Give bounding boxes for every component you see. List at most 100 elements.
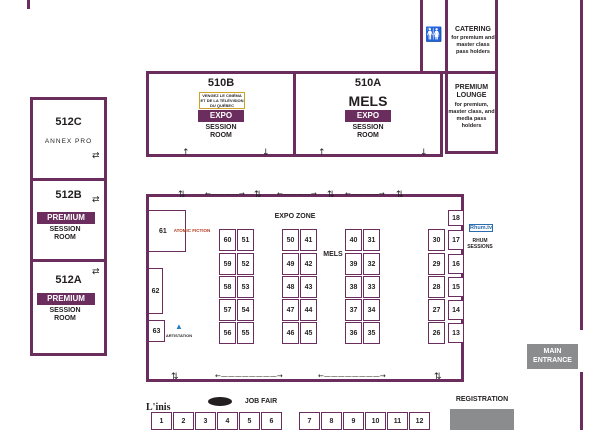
booth-59[interactable]: 59 bbox=[219, 253, 236, 275]
booth-28[interactable]: 28 bbox=[428, 276, 445, 298]
booth-number: 51 bbox=[241, 236, 250, 244]
job-fair-booth-3[interactable]: 3 bbox=[195, 412, 216, 430]
booth-39[interactable]: 39 bbox=[345, 253, 362, 275]
booth-43[interactable]: 43 bbox=[300, 276, 317, 298]
booth-62[interactable]: 62 bbox=[148, 268, 163, 314]
booth-58[interactable]: 58 bbox=[219, 276, 236, 298]
booth-51[interactable]: 51 bbox=[237, 229, 254, 251]
booth-45[interactable]: 45 bbox=[300, 322, 317, 344]
rhum-logo: Rhum.tv bbox=[469, 224, 493, 232]
booth-46[interactable]: 46 bbox=[282, 322, 299, 344]
booth-13[interactable]: 13 bbox=[448, 323, 464, 343]
job-fair-booth-4[interactable]: 4 bbox=[217, 412, 238, 430]
job-fair-booth-11[interactable]: 11 bbox=[387, 412, 408, 430]
job-fair-booth-5[interactable]: 5 bbox=[239, 412, 260, 430]
rhum-sessions-label: RHUM SESSIONS bbox=[467, 238, 493, 250]
booth-61[interactable]: 61 bbox=[148, 210, 186, 252]
booth-49[interactable]: 49 bbox=[282, 253, 299, 275]
booth-33[interactable]: 33 bbox=[363, 276, 380, 298]
booth-number: 33 bbox=[367, 283, 376, 291]
booth-32[interactable]: 32 bbox=[363, 253, 380, 275]
booth-37[interactable]: 37 bbox=[345, 299, 362, 321]
room-510b-badge: EXPO bbox=[198, 110, 244, 122]
booth-29[interactable]: 29 bbox=[428, 253, 445, 275]
booth-50[interactable]: 50 bbox=[282, 229, 299, 251]
booth-14[interactable]: 14 bbox=[448, 300, 464, 320]
double-arrow-icon: ⇄ bbox=[92, 195, 100, 205]
booth-14-number: 14 bbox=[452, 306, 460, 314]
mels-label: MELS bbox=[323, 251, 343, 258]
booth-38[interactable]: 38 bbox=[345, 276, 362, 298]
booth-number: 58 bbox=[223, 283, 232, 291]
booth-47[interactable]: 47 bbox=[282, 299, 299, 321]
booth-40[interactable]: 40 bbox=[345, 229, 362, 251]
booth-36[interactable]: 36 bbox=[345, 322, 362, 344]
booth-44[interactable]: 44 bbox=[300, 299, 317, 321]
booth-27[interactable]: 27 bbox=[428, 299, 445, 321]
booth-number: 37 bbox=[349, 306, 358, 314]
booth-number: 45 bbox=[304, 329, 313, 337]
job-fair-booth-1[interactable]: 1 bbox=[151, 412, 172, 430]
booth-34[interactable]: 34 bbox=[363, 299, 380, 321]
double-arrow-icon: ⇅ bbox=[178, 190, 186, 200]
job-fair-booth-2[interactable]: 2 bbox=[173, 412, 194, 430]
booth-52[interactable]: 52 bbox=[237, 253, 254, 275]
booth-56[interactable]: 56 bbox=[219, 322, 236, 344]
outer-wall-right-lower bbox=[580, 372, 583, 430]
booth-number: 39 bbox=[349, 260, 358, 268]
booth-number: 41 bbox=[304, 236, 313, 244]
job-fair-booth-9[interactable]: 9 bbox=[343, 412, 364, 430]
booth-63[interactable]: 63 bbox=[148, 320, 165, 342]
job-fair-booth-8[interactable]: 8 bbox=[321, 412, 342, 430]
booth-number: 42 bbox=[304, 260, 313, 268]
room-510a-sponsor: MELS bbox=[348, 93, 388, 109]
job-fair-booth-6[interactable]: 6 bbox=[261, 412, 282, 430]
booth-15-number: 15 bbox=[452, 283, 460, 291]
booth-54[interactable]: 54 bbox=[237, 299, 254, 321]
arrow-up-icon: ↑ bbox=[318, 148, 326, 158]
job-fair-booth-12[interactable]: 12 bbox=[409, 412, 430, 430]
booth-number: 48 bbox=[286, 283, 295, 291]
booth-17[interactable]: 17 bbox=[448, 230, 464, 250]
artistation-icon: ▲ bbox=[175, 322, 183, 331]
arrow-up-icon: ↑ bbox=[182, 148, 190, 158]
room-512b-sub: SESSION ROOM bbox=[49, 226, 81, 241]
arrow-down-icon: ↓ bbox=[420, 148, 428, 158]
booth-number: 31 bbox=[367, 236, 376, 244]
booth-60[interactable]: 60 bbox=[219, 229, 236, 251]
booth-62-number: 62 bbox=[151, 287, 160, 295]
left-right-arrow-icon: ←————————→ bbox=[215, 372, 283, 380]
booth-15[interactable]: 15 bbox=[448, 277, 464, 297]
booth-35[interactable]: 35 bbox=[363, 322, 380, 344]
booth-number: 29 bbox=[432, 260, 441, 268]
booth-30[interactable]: 30 bbox=[428, 229, 445, 251]
booth-number: 46 bbox=[286, 329, 295, 337]
registration-label: REGISTRATION bbox=[455, 396, 509, 403]
booth-57[interactable]: 57 bbox=[219, 299, 236, 321]
booth-31[interactable]: 31 bbox=[363, 229, 380, 251]
booth-number: 52 bbox=[241, 260, 250, 268]
linis-logo: L'inis bbox=[146, 402, 171, 413]
booth-number: 32 bbox=[367, 260, 376, 268]
booth-42[interactable]: 42 bbox=[300, 253, 317, 275]
booth-55[interactable]: 55 bbox=[237, 322, 254, 344]
booth-53[interactable]: 53 bbox=[237, 276, 254, 298]
registration-desk[interactable] bbox=[450, 409, 514, 430]
room-510a-number: 510A bbox=[354, 77, 382, 89]
premium-lounge-title: PREMIUM LOUNGE bbox=[454, 84, 489, 99]
job-fair-booth-7[interactable]: 7 bbox=[299, 412, 320, 430]
booth-41[interactable]: 41 bbox=[300, 229, 317, 251]
booth-16-number: 16 bbox=[452, 260, 460, 268]
booth-number: 55 bbox=[241, 329, 250, 337]
job-fair-booth-10[interactable]: 10 bbox=[365, 412, 386, 430]
booth-48[interactable]: 48 bbox=[282, 276, 299, 298]
booth-number: 8 bbox=[329, 417, 334, 425]
booth-16[interactable]: 16 bbox=[448, 254, 464, 274]
booth-number: 5 bbox=[247, 417, 252, 425]
main-entrance[interactable]: MAIN ENTRANCE bbox=[527, 344, 578, 369]
booth-26[interactable]: 26 bbox=[428, 322, 445, 344]
expo-zone-title: EXPO ZONE bbox=[274, 213, 316, 220]
booth-number: 38 bbox=[349, 283, 358, 291]
double-arrow-icon: ⇄ bbox=[92, 151, 100, 161]
booth-18[interactable]: 18 bbox=[448, 210, 464, 226]
